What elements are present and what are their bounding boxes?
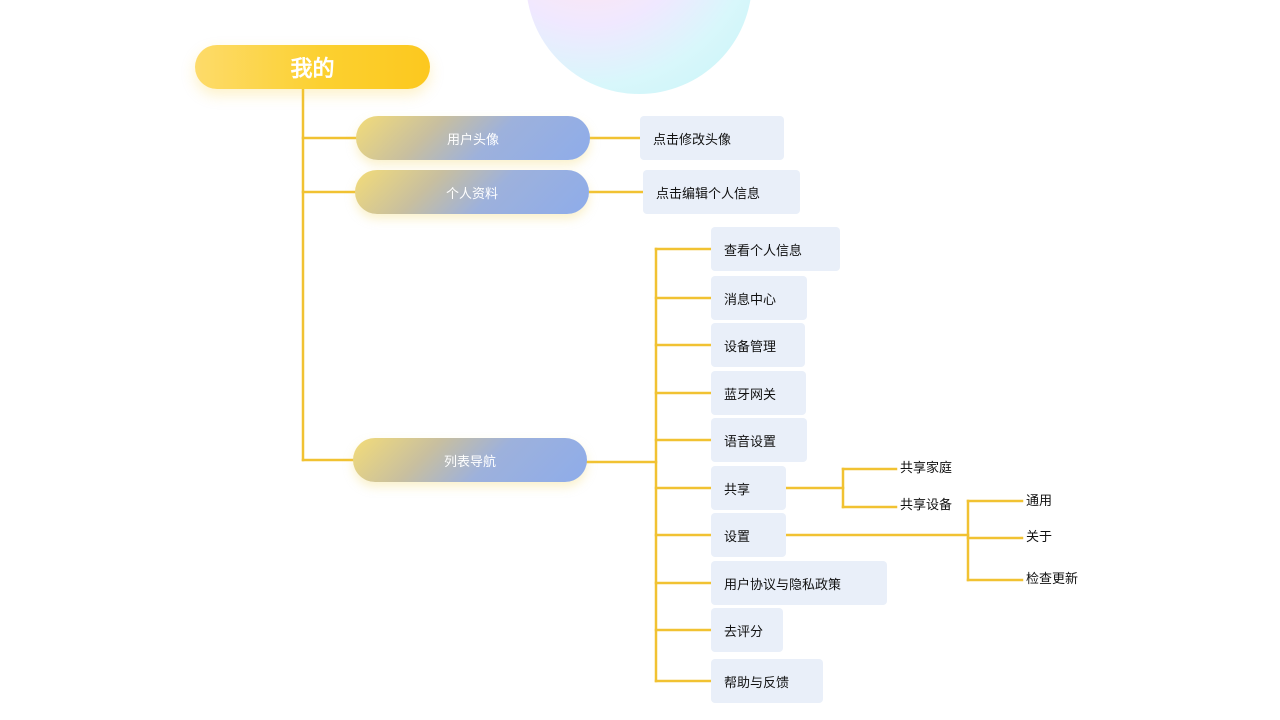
node-profile: 个人资料 (355, 170, 589, 214)
node-share: 共享 (711, 466, 786, 510)
node-settings: 设置 (711, 513, 786, 557)
node-tap-edit-profile: 点击编辑个人信息 (643, 170, 800, 214)
leaf-share-family: 共享家庭 (900, 461, 953, 476)
node-user-agreement-privacy: 用户协议与隐私政策 (711, 561, 887, 605)
mindmap-root-node: 我的 (195, 45, 430, 89)
leaf-settings-general: 通用 (1026, 494, 1053, 509)
node-message-center: 消息中心 (711, 276, 807, 320)
leaf-settings-check-update: 检查更新 (1026, 572, 1079, 587)
node-bluetooth-gateway: 蓝牙网关 (711, 371, 806, 415)
node-user-avatar: 用户头像 (356, 116, 590, 160)
node-help-feedback: 帮助与反馈 (711, 659, 823, 703)
node-voice-settings: 语音设置 (711, 418, 807, 462)
node-device-management: 设备管理 (711, 323, 805, 367)
node-list-navigation: 列表导航 (353, 438, 587, 482)
node-tap-change-avatar: 点击修改头像 (640, 116, 784, 160)
node-rate-app: 去评分 (711, 608, 783, 652)
node-view-personal-info: 查看个人信息 (711, 227, 840, 271)
leaf-share-device: 共享设备 (900, 498, 953, 513)
leaf-settings-about: 关于 (1026, 530, 1053, 545)
